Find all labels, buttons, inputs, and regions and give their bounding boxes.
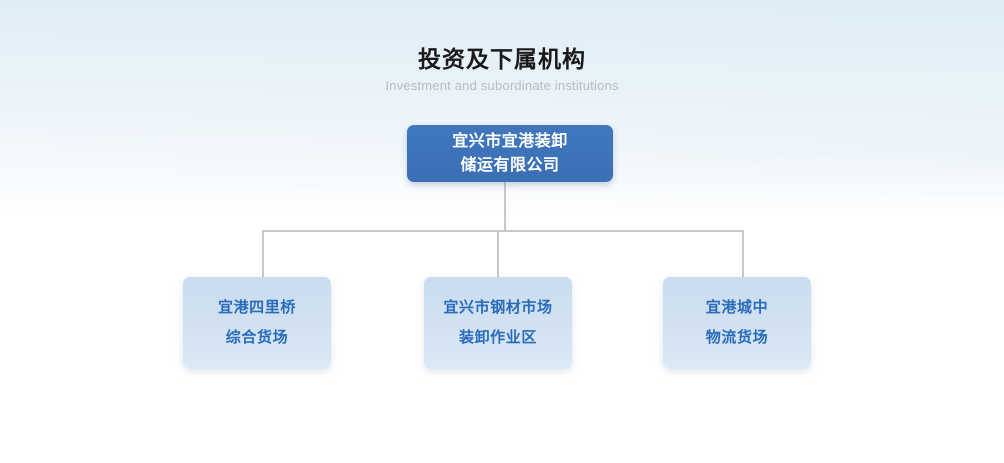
org-node-child-2[interactable]: 宜兴市钢材市场 装卸作业区 <box>424 277 572 369</box>
page-title: 投资及下属机构 <box>418 46 586 72</box>
org-node-child-3[interactable]: 宜港城中 物流货场 <box>663 277 811 369</box>
org-node-child-3-line-2: 物流货场 <box>705 329 769 346</box>
connector-drop-middle <box>497 230 499 278</box>
connector-root-stem <box>504 182 506 232</box>
org-node-child-2-line-1: 宜兴市钢材市场 <box>443 299 553 316</box>
org-node-root[interactable]: 宜兴市宜港装卸 储运有限公司 <box>407 125 613 182</box>
org-node-child-1-line-2: 综合货场 <box>225 329 289 346</box>
page-header: 投资及下属机构 Investment and subordinate insti… <box>0 44 1004 95</box>
org-node-child-2-line-2: 装卸作业区 <box>458 329 537 346</box>
org-node-child-1[interactable]: 宜港四里桥 综合货场 <box>183 277 331 369</box>
org-node-child-1-line-1: 宜港四里桥 <box>217 299 296 316</box>
org-node-child-3-line-1: 宜港城中 <box>705 299 769 316</box>
page-subtitle: Investment and subordinate institutions <box>385 78 619 93</box>
org-node-root-line-2: 储运有限公司 <box>460 156 560 174</box>
connector-drop-right <box>742 230 744 278</box>
connector-drop-left <box>262 230 264 278</box>
connector-horizontal-bar <box>262 230 744 232</box>
org-node-root-line-1: 宜兴市宜港装卸 <box>452 132 568 150</box>
